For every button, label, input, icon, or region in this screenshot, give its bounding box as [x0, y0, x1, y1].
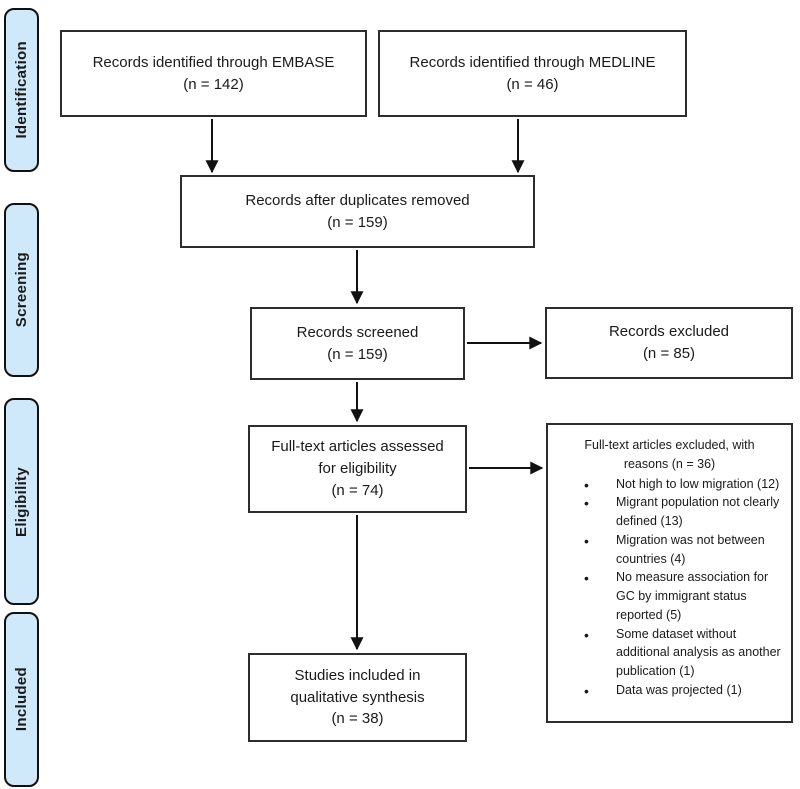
stage-eligibility: Eligibility	[4, 398, 39, 605]
exclusion-reason-item: Migrant population not clearly defined (…	[548, 493, 791, 531]
stage-screening-label: Screening	[13, 252, 30, 328]
box-line: Records identified through MEDLINE	[409, 53, 656, 71]
stage-identification-label: Identification	[13, 41, 30, 139]
box-line: for eligibility	[318, 460, 397, 478]
box-records-excluded: Records excluded (n = 85)	[545, 307, 793, 379]
box-line: Studies included in	[294, 666, 421, 684]
box-line: Records excluded	[608, 323, 730, 341]
box-count: (n = 74)	[331, 481, 384, 499]
box-count: (n = 142)	[183, 75, 244, 93]
box-line: qualitative synthesis	[290, 688, 425, 706]
exclusion-reason-item: Migration was not between countries (4)	[548, 531, 791, 569]
box-studies-included: Studies included in qualitative synthesi…	[248, 653, 467, 742]
stage-included: Included	[4, 612, 39, 787]
exclusion-reason-item: Some dataset without additional analysis…	[548, 625, 791, 681]
box-records-identified-embase: Records identified through EMBASE (n = 1…	[60, 30, 367, 117]
exclusion-reason-item: No measure association for GC by immigra…	[548, 568, 791, 624]
exclusion-reasons-list: Not high to low migration (12) Migrant p…	[548, 475, 791, 702]
box-records-after-duplicates-removed: Records after duplicates removed (n = 15…	[180, 175, 535, 248]
box-records-identified-medline: Records identified through MEDLINE (n = …	[378, 30, 687, 117]
stage-identification: Identification	[4, 8, 39, 172]
box-line: Records identified through EMBASE	[92, 53, 335, 71]
box-fulltext-assessed: Full-text articles assessed for eligibil…	[248, 425, 467, 513]
box-count: (n = 46)	[506, 75, 559, 93]
stage-included-label: Included	[13, 667, 30, 732]
box-fulltext-excluded: Full-text articles excluded, with reason…	[546, 423, 793, 723]
box-line: Full-text articles assessed	[271, 438, 444, 456]
stage-eligibility-label: Eligibility	[13, 466, 30, 537]
box-count: (n = 38)	[331, 710, 384, 728]
stage-screening: Screening	[4, 203, 39, 377]
fulltext-excluded-header: Full-text articles excluded, with reason…	[584, 438, 755, 471]
box-count: (n = 159)	[327, 345, 388, 363]
exclusion-reason-item: Data was projected (1)	[548, 681, 791, 702]
exclusion-reason-item: Not high to low migration (12)	[548, 475, 791, 496]
box-line: Records screened	[296, 323, 419, 341]
box-line: Records after duplicates removed	[245, 191, 470, 209]
box-records-screened: Records screened (n = 159)	[250, 307, 465, 380]
box-count: (n = 85)	[642, 345, 696, 362]
box-count: (n = 159)	[327, 213, 388, 231]
